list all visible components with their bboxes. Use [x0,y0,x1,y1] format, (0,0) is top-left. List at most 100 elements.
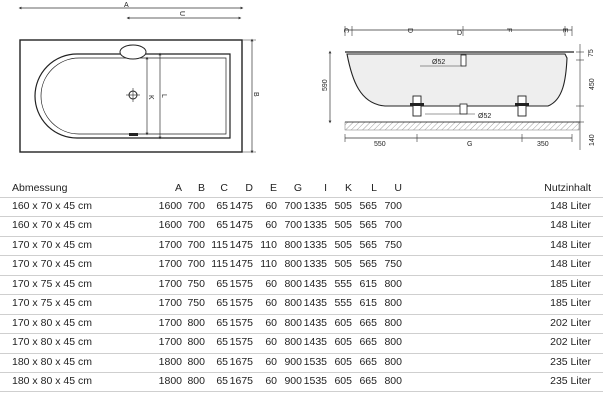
row-value-a: 1700 [158,238,182,251]
row-value-i: 1435 [303,297,327,310]
section-dim-140: 140 [589,134,596,146]
row-value-l: 615 [359,297,377,310]
row-value-e: 60 [265,200,277,212]
row-value-i: 1435 [303,277,327,290]
drain-diameter-label: Ø52 [478,113,491,120]
row-dimension-label: 170 x 80 x 45 cm [12,336,92,349]
row-value-d: 1675 [229,355,253,368]
row-value-k: 605 [334,355,352,368]
row-value-c: 65 [216,374,228,387]
row-value-d: 1475 [229,238,253,251]
section-dim-f: F [505,28,512,32]
row-value-d: 1475 [229,200,253,212]
header-k: K [344,182,352,194]
plan-dim-b: B [252,92,259,97]
row-value-d: 1475 [229,258,253,271]
row-value-k: 555 [334,277,352,290]
row-value-l: 665 [359,355,377,368]
row-value-a: 1800 [158,355,182,368]
row-value-a: 1700 [158,258,182,271]
overflow-recess [119,44,147,60]
row-value-g: 800 [284,336,302,349]
row-value-b: 700 [187,219,205,232]
row-value-e: 60 [265,277,277,290]
row-value-i: 1335 [303,219,327,232]
row-value-g: 800 [284,277,302,290]
row-value-b: 700 [187,200,205,212]
row-value-u: 750 [384,258,402,271]
row-value-u: 700 [384,200,402,212]
row-value-g: 900 [284,355,302,368]
row-volume: 148 Liter [550,200,591,212]
row-value-b: 700 [187,258,205,271]
overflow-diameter-label: Ø52 [432,59,445,66]
section-dim-c: C [342,28,349,33]
row-value-d: 1475 [229,219,253,232]
section-dim-d1: D [406,28,413,33]
plan-dim-a: A [124,2,129,9]
row-dimension-label: 170 x 75 x 45 cm [12,277,92,290]
row-volume: 148 Liter [550,238,591,251]
row-value-a: 1700 [158,297,182,310]
row-value-l: 565 [359,258,377,271]
row-value-k: 605 [334,336,352,349]
row-dimension-label: 170 x 75 x 45 cm [12,297,92,310]
row-value-l: 665 [359,374,377,387]
row-value-e: 60 [265,297,277,310]
row-value-i: 1335 [303,238,327,251]
row-value-g: 800 [284,258,302,271]
row-value-l: 565 [359,219,377,232]
row-value-l: 665 [359,316,377,329]
row-value-k: 605 [334,374,352,387]
row-value-g: 800 [284,316,302,329]
row-dimension-label: 170 x 70 x 45 cm [12,238,92,251]
plan-dim-k: K [147,95,154,100]
row-value-l: 665 [359,336,377,349]
row-value-u: 800 [384,336,402,349]
row-dimension-label: 180 x 80 x 45 cm [12,355,92,368]
row-value-i: 1535 [303,355,327,368]
row-volume: 148 Liter [550,258,591,271]
row-value-c: 65 [216,200,228,212]
header-a: A [174,182,182,194]
row-value-e: 110 [260,258,277,271]
row-value-c: 65 [216,219,228,232]
plan-dim-u: U [178,11,185,16]
table-header: Abmessung A B C D E G I K L U Nutzinhalt [0,180,603,198]
row-value-u: 800 [384,374,402,387]
row-volume: 185 Liter [550,297,591,310]
plan-view: A U K L B [18,2,259,154]
row-value-e: 60 [265,316,277,329]
row-value-c: 65 [216,297,228,310]
row-value-d: 1575 [229,336,253,349]
section-dim-590: 590 [322,79,329,91]
row-value-a: 1600 [158,219,182,232]
row-value-u: 750 [384,238,402,251]
row-value-k: 505 [334,238,352,251]
row-dimension-label: 160 x 70 x 45 cm [12,219,92,232]
row-value-b: 800 [187,355,205,368]
floor-hatch [344,121,580,131]
row-dimension-label: 170 x 70 x 45 cm [12,258,92,271]
row-value-e: 60 [265,336,277,349]
header-e: E [269,182,277,194]
row-value-g: 900 [284,374,302,387]
section-dim-350: 350 [537,141,549,148]
row-volume: 185 Liter [550,277,591,290]
row-value-c: 65 [216,355,228,368]
row-value-u: 800 [384,355,402,368]
row-value-d: 1675 [229,374,253,387]
row-value-e: 110 [260,238,277,251]
row-value-c: 115 [211,258,228,271]
row-value-k: 605 [334,316,352,329]
header-c: C [220,182,228,194]
